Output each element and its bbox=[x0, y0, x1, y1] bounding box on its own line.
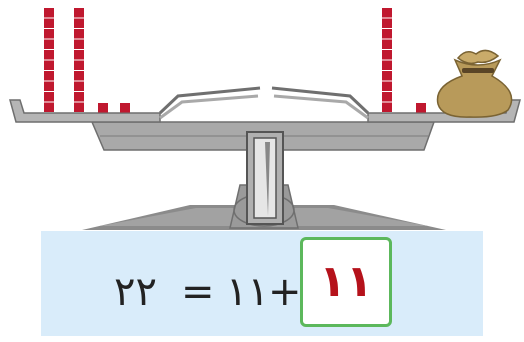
tens-rod-unit bbox=[382, 50, 392, 60]
equation-addend: ١١ bbox=[226, 262, 269, 322]
tens-rod-unit bbox=[44, 40, 54, 50]
tens-rod-unit bbox=[44, 19, 54, 29]
tens-rod-unit bbox=[74, 71, 84, 81]
ones-cube bbox=[98, 103, 108, 113]
ones-cube bbox=[416, 103, 426, 113]
tens-rod-unit bbox=[74, 82, 84, 92]
tens-rod-unit bbox=[74, 19, 84, 29]
tens-rod-unit bbox=[44, 92, 54, 102]
left-pan bbox=[10, 100, 160, 122]
tens-rod-unit bbox=[382, 19, 392, 29]
tens-rod-unit bbox=[74, 8, 84, 18]
tens-rod-unit bbox=[74, 29, 84, 39]
plus-sign: + bbox=[268, 262, 302, 322]
tens-rod-unit bbox=[74, 40, 84, 50]
ones-cube bbox=[120, 103, 130, 113]
left-pan-blocks bbox=[44, 8, 130, 113]
tens-rod-unit bbox=[382, 103, 392, 113]
tens-rod-unit bbox=[382, 40, 392, 50]
tens-rod-unit bbox=[44, 71, 54, 81]
tens-rod-unit bbox=[382, 61, 392, 71]
tens-rod-unit bbox=[74, 92, 84, 102]
tens-rod-unit bbox=[74, 103, 84, 113]
tens-rod-unit bbox=[382, 71, 392, 81]
tens-rod-unit bbox=[382, 92, 392, 102]
tens-rod-unit bbox=[44, 29, 54, 39]
tens-rod-unit bbox=[382, 8, 392, 18]
tens-rod-unit bbox=[44, 61, 54, 71]
right-pan-blocks bbox=[382, 8, 426, 113]
tens-rod-unit bbox=[74, 50, 84, 60]
tens-rod-unit bbox=[44, 103, 54, 113]
equals-sign: = bbox=[181, 262, 215, 322]
tens-rod-unit bbox=[382, 82, 392, 92]
tens-rod-unit bbox=[44, 50, 54, 60]
equation-total: ٢٢ bbox=[114, 262, 157, 322]
answer-value[interactable]: ١١ bbox=[300, 237, 392, 327]
tens-rod-unit bbox=[74, 61, 84, 71]
tens-rod-unit bbox=[382, 29, 392, 39]
tens-rod-unit bbox=[44, 8, 54, 18]
money-bag-icon bbox=[438, 50, 512, 117]
tens-rod-unit bbox=[44, 82, 54, 92]
